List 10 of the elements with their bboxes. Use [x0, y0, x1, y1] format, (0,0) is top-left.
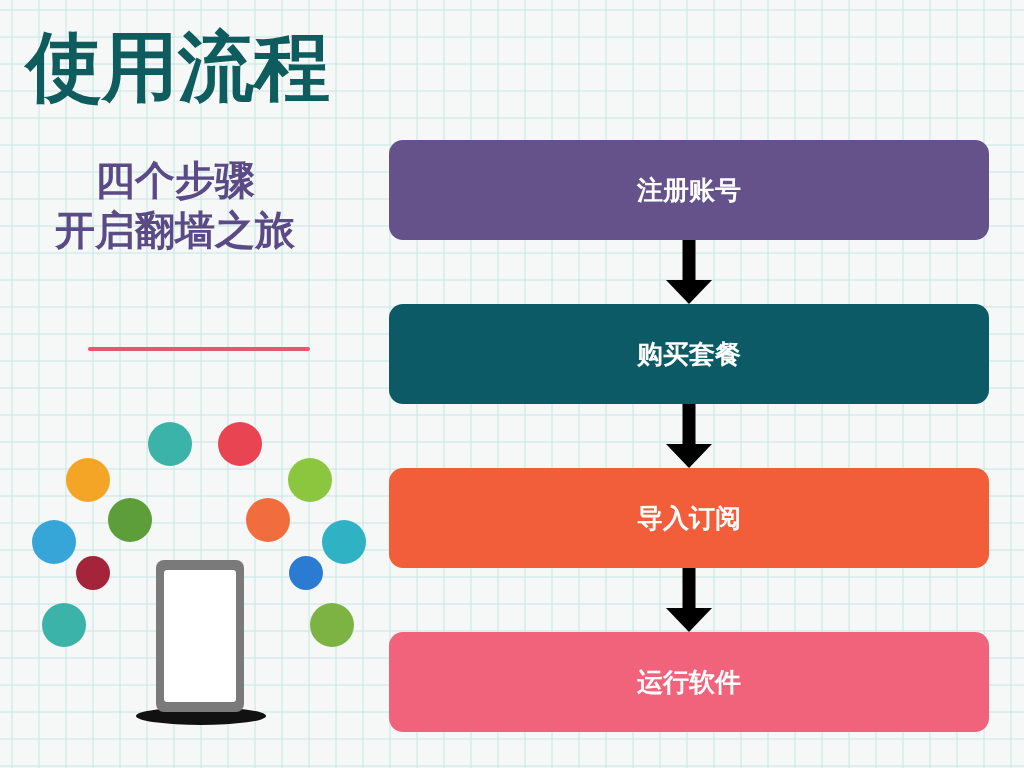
subtitle-text: 四个步骤: [94, 156, 256, 204]
step-box: 运行软件: [389, 632, 989, 732]
step-box: 导入订阅: [389, 468, 989, 568]
title: 使用流程: [26, 22, 330, 112]
arrow: [666, 240, 712, 304]
arrow: [666, 568, 712, 632]
arrow: [666, 404, 712, 468]
step-box: 注册账号: [389, 140, 989, 240]
subtitle-text: 开启翻墙之旅: [54, 206, 296, 254]
step-box: 购买套餐: [389, 304, 989, 404]
